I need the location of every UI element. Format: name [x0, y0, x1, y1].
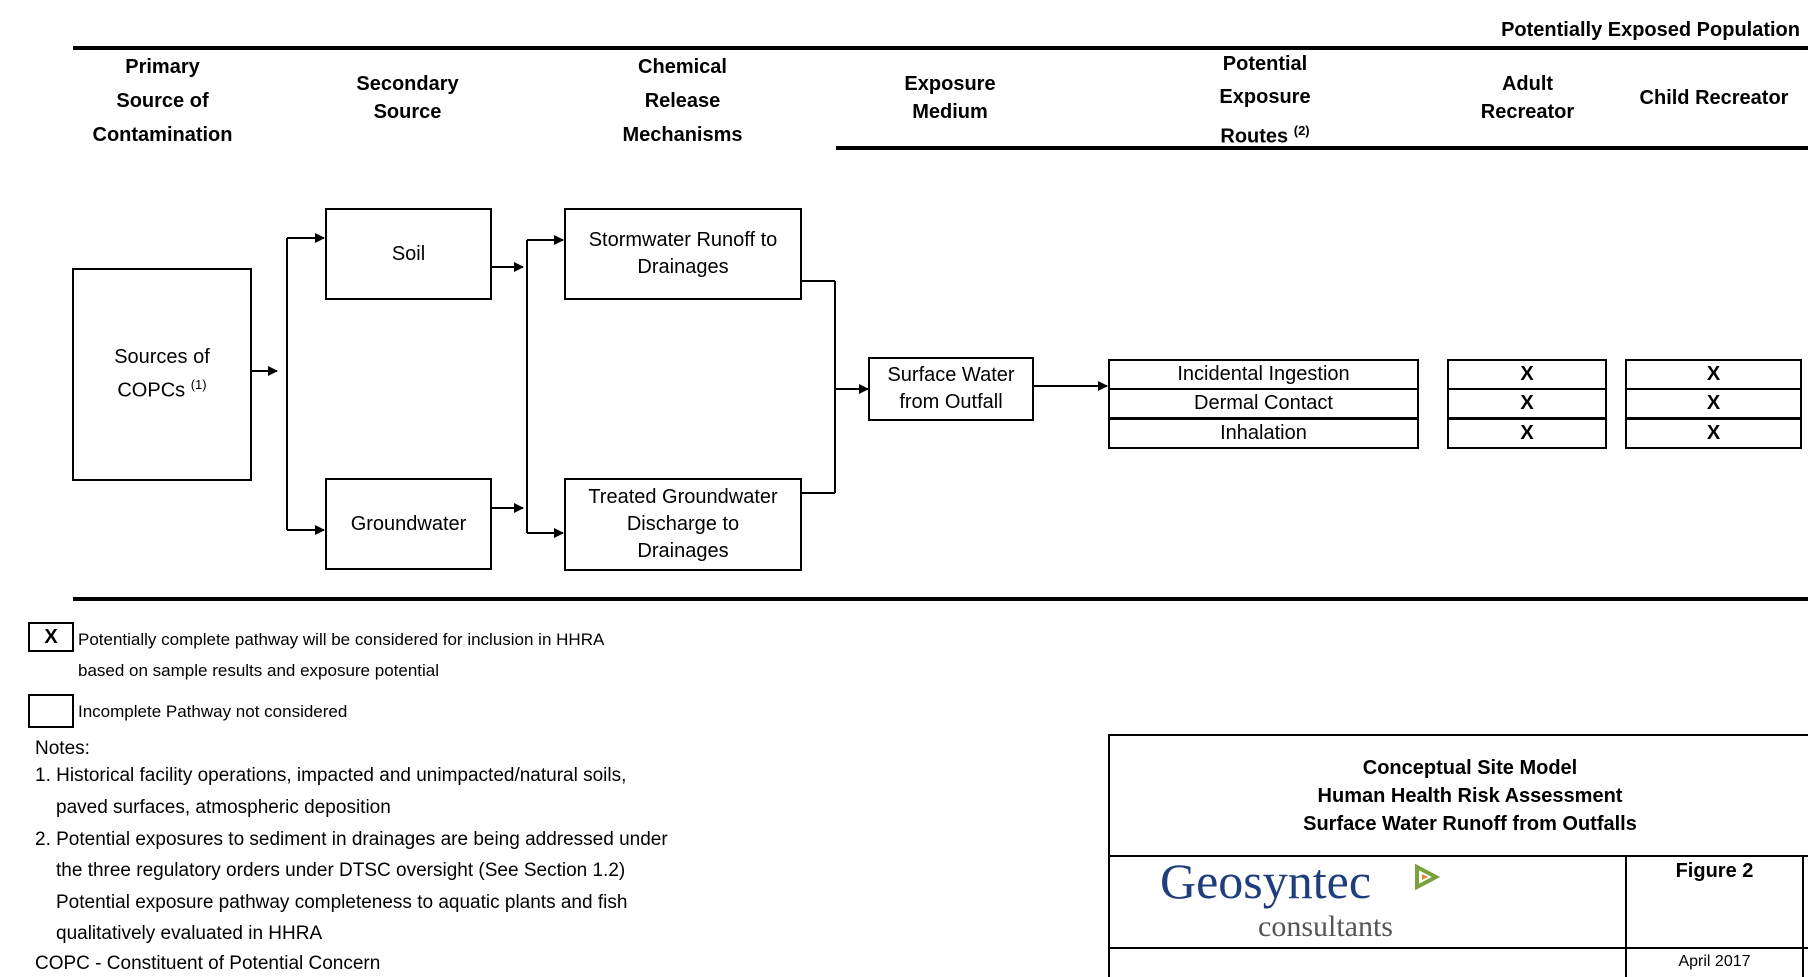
header-adult-line-1: Adult — [1501, 73, 1554, 95]
groundwater-label: Groundwater — [350, 512, 467, 535]
header-secondary-source: Secondary Source — [320, 70, 495, 126]
child-mark-inhalation: X — [1625, 418, 1802, 449]
header-release-mechanisms: Chemical Release Mechanisms — [570, 50, 795, 152]
header-release-line-3: Mechanisms — [622, 124, 743, 146]
header-exposure-medium-line-2: Medium — [912, 101, 988, 123]
notes-title: Notes: — [35, 738, 90, 759]
header-release-line-1: Chemical — [638, 56, 727, 78]
title-line-3: Surface Water Runoff from Outfalls — [1303, 813, 1637, 835]
surface-water-line-2: from Outfall — [899, 391, 1003, 413]
header-primary-source: Primary Source of Contamination — [60, 50, 265, 152]
population-title: Potentially Exposed Population — [1501, 19, 1800, 41]
header-secondary-source-line-2: Source — [373, 101, 442, 123]
treated-gw-line-2: Discharge to — [626, 513, 740, 535]
title-line-2: Human Health Risk Assessment — [1317, 785, 1623, 807]
legend-complete-box: X — [28, 622, 74, 652]
logo-mark-icon — [1415, 864, 1440, 890]
header-primary-source-line-3: Contamination — [92, 124, 233, 146]
header-secondary-source-line-1: Secondary — [356, 73, 459, 95]
notes-line-5: Potential exposure pathway completeness … — [56, 892, 628, 913]
surface-water-line-1: Surface Water — [887, 364, 1015, 386]
legend-complete-text-1: Potentially complete pathway will be con… — [78, 630, 605, 649]
header-routes-note: (2) — [1293, 123, 1310, 138]
notes-line-2: paved surfaces, atmospheric deposition — [56, 797, 391, 818]
title-block-vertical-rule — [1625, 855, 1627, 977]
notes-line-6: qualitatively evaluated in HHRA — [56, 923, 323, 944]
notes-line-3: 2. Potential exposures to sediment in dr… — [35, 829, 668, 850]
treated-gw-line-1: Treated Groundwater — [588, 486, 778, 508]
logo-main-text: Geosyntec — [1160, 853, 1372, 909]
header-routes-line-2: Exposure — [1219, 86, 1311, 108]
title-line-1: Conceptual Site Model — [1362, 757, 1578, 779]
child-mark-ingestion: X — [1625, 359, 1802, 390]
treated-groundwater-box: Treated Groundwater Discharge to Drainag… — [564, 478, 802, 571]
adult-mark-inhalation: X — [1447, 418, 1607, 449]
child-mark-dermal: X — [1625, 388, 1802, 419]
stormwater-line-2: Drainages — [637, 256, 729, 278]
treated-gw-line-3: Drainages — [637, 540, 729, 562]
title-block-low-rule — [1108, 947, 1808, 949]
title-block-mid-rule — [1108, 855, 1808, 857]
figure-number: Figure 2 — [1675, 860, 1754, 882]
sources-note: (1) — [190, 377, 207, 393]
figure-date: April 2017 — [1678, 953, 1751, 970]
groundwater-box: Groundwater — [325, 478, 492, 570]
notes-line-1: 1. Historical facility operations, impac… — [35, 765, 627, 786]
title-block: Conceptual Site Model Human Health Risk … — [1108, 734, 1808, 977]
title-block-right-rule — [1802, 855, 1804, 977]
header-bottom-rule — [836, 146, 1808, 150]
sources-line-1: Sources of — [114, 346, 210, 369]
title-block-titles: Conceptual Site Model Human Health Risk … — [1110, 754, 1808, 838]
stormwater-runoff-box: Stormwater Runoff to Drainages — [564, 208, 802, 300]
route-incidental-ingestion: Incidental Ingestion — [1108, 359, 1419, 390]
legend-complete-text-2: based on sample results and exposure pot… — [78, 661, 440, 680]
soil-box: Soil — [325, 208, 492, 300]
header-primary-source-line-2: Source of — [116, 90, 209, 112]
header-routes-line-1: Potential — [1222, 53, 1308, 75]
route-dermal-contact: Dermal Contact — [1108, 388, 1419, 419]
surface-water-box: Surface Water from Outfall — [868, 357, 1034, 421]
header-adult-recreator: Adult Recreator — [1450, 70, 1605, 126]
legend-incomplete-box — [28, 694, 74, 728]
stormwater-line-1: Stormwater Runoff to — [588, 229, 778, 251]
header-top-rule — [73, 46, 1808, 50]
geosyntec-logo: Geosyntec consultants — [1160, 852, 1460, 947]
header-exposure-routes: Potential Exposure Routes (2) — [1150, 48, 1380, 154]
header-primary-source-line-1: Primary — [125, 56, 200, 78]
header-routes-line-3: Routes (2) — [1150, 114, 1380, 154]
notes-line-4: the three regulatory orders under DTSC o… — [56, 860, 626, 881]
sources-line-2: COPCs (1) — [114, 371, 210, 405]
header-exposure-medium-line-1: Exposure — [904, 73, 996, 95]
header-adult-line-2: Recreator — [1480, 101, 1575, 123]
sources-line-2-text: COPCs — [117, 379, 186, 402]
notes-line-7: COPC - Constituent of Potential Concern — [35, 953, 381, 974]
header-child-recreator: Child Recreator — [1639, 87, 1789, 109]
adult-mark-dermal: X — [1447, 388, 1607, 419]
header-exposure-medium: Exposure Medium — [855, 70, 1045, 126]
sources-of-copcs-box: Sources of COPCs (1) — [72, 268, 252, 481]
logo-sub-text: consultants — [1258, 910, 1393, 943]
diagram-bottom-rule — [73, 597, 1808, 601]
legend-incomplete-text: Incomplete Pathway not considered — [78, 702, 348, 721]
route-inhalation: Inhalation — [1108, 418, 1419, 449]
soil-label: Soil — [391, 242, 426, 265]
header-release-line-2: Release — [644, 90, 721, 112]
header-routes-line-3-text: Routes — [1220, 125, 1289, 148]
adult-mark-ingestion: X — [1447, 359, 1607, 390]
